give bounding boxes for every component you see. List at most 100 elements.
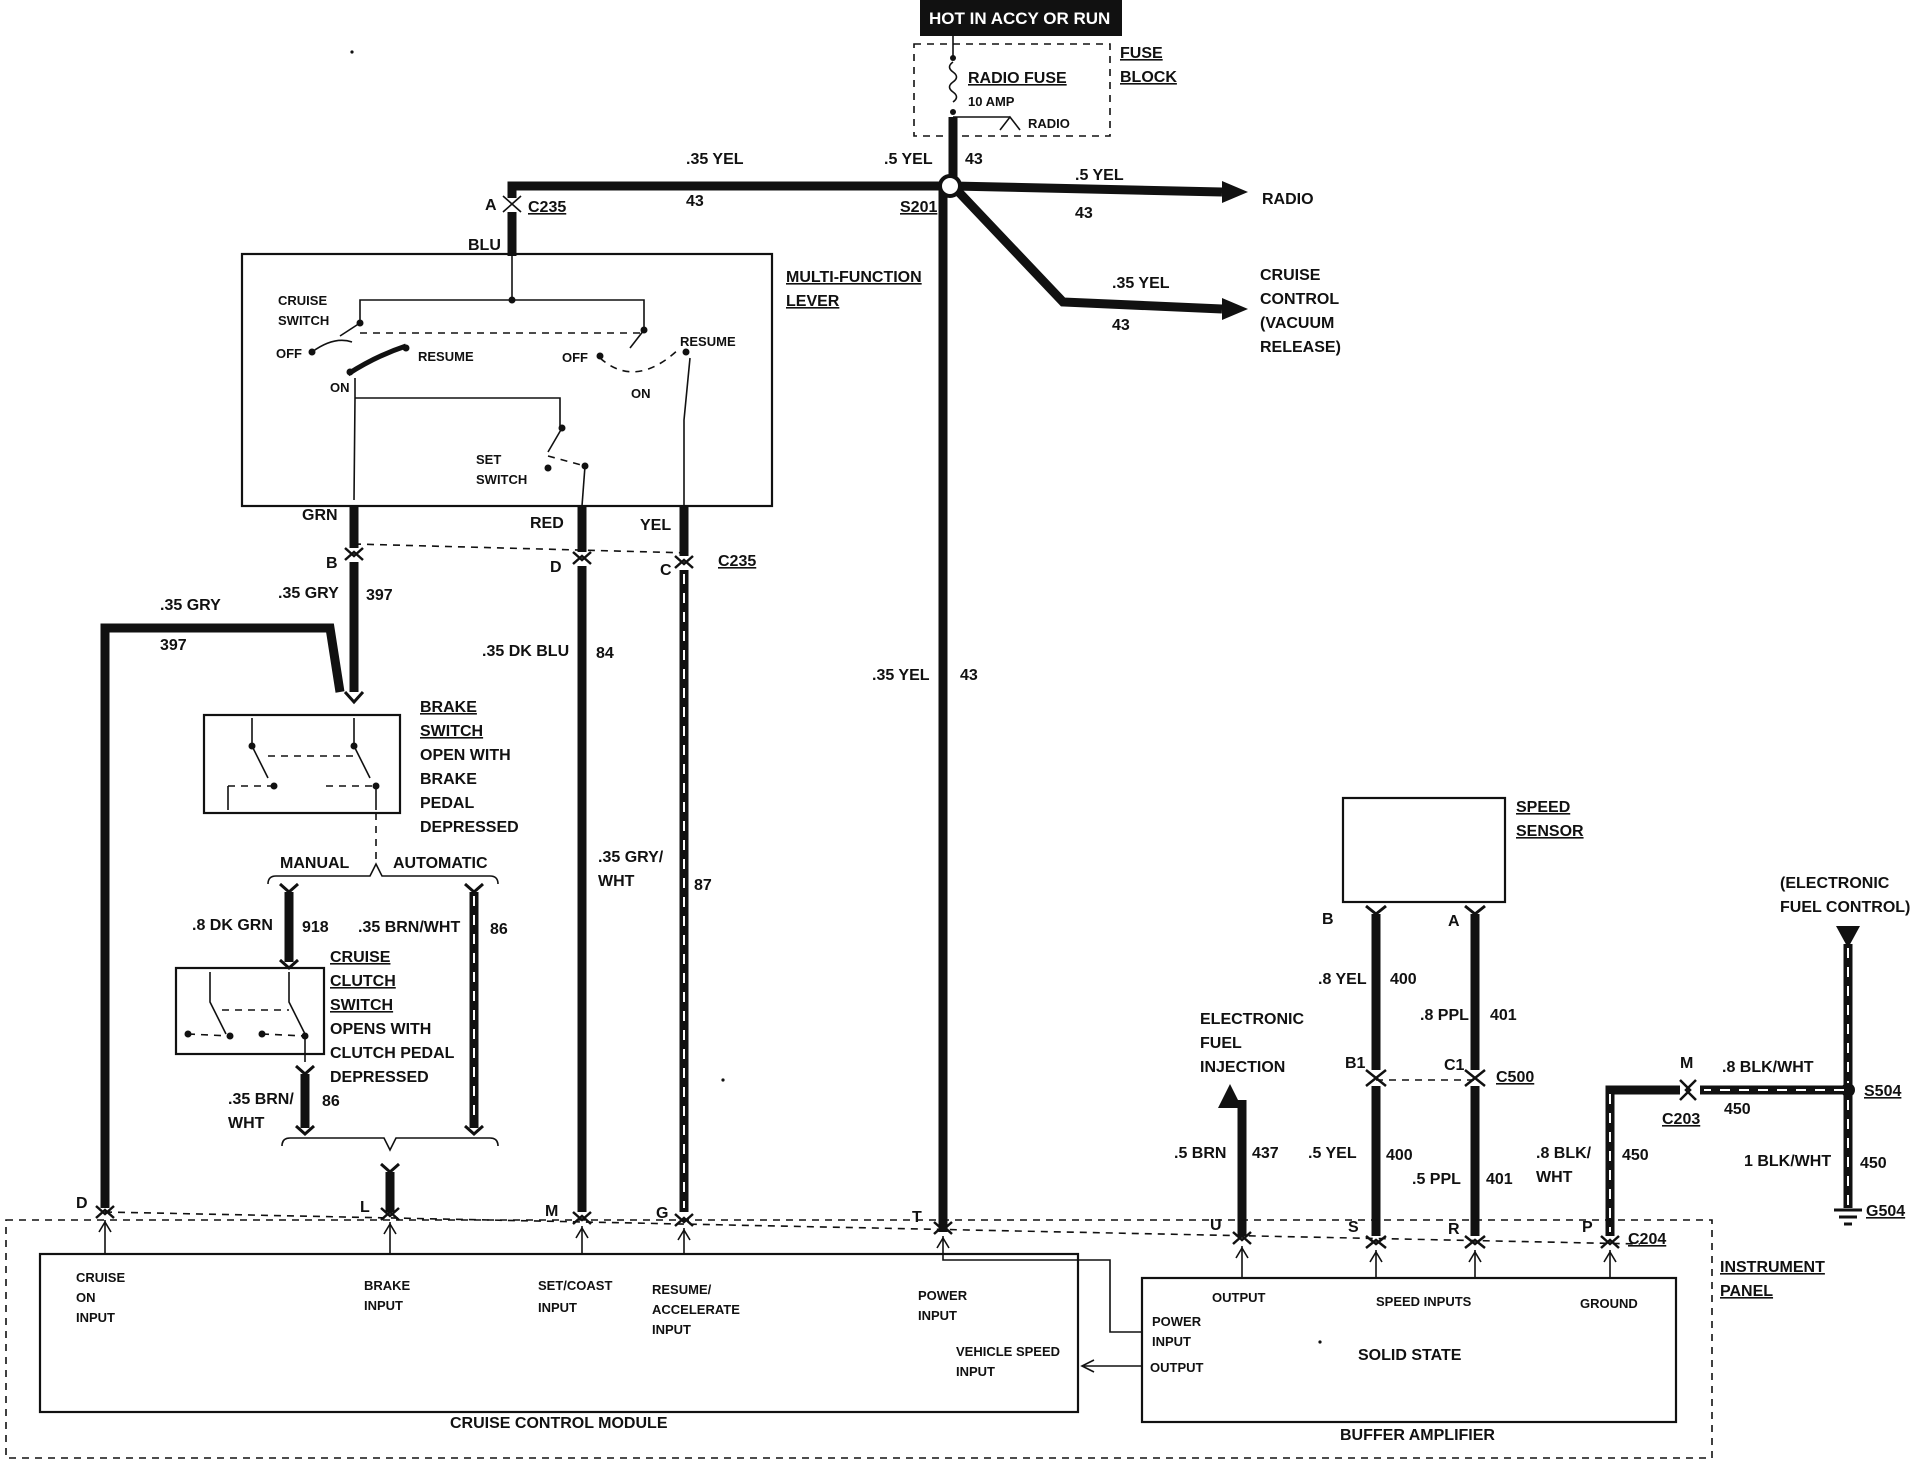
splice-s201: [938, 174, 962, 198]
c235-pin-d: D: [550, 559, 562, 576]
speed-sensor-label-1: SPEED: [1516, 799, 1570, 816]
blkwht-gauge: .8 BLK/WHT: [1722, 1059, 1814, 1076]
clutch-switch-box: [174, 966, 326, 1056]
efi-gauge: .5 BRN: [1174, 1145, 1226, 1162]
s201-cruise-gauge: .35 YEL: [1112, 275, 1170, 292]
power-input-label-1: POWER: [918, 1288, 968, 1303]
brnwht2-gauge-1: .35 BRN/: [228, 1091, 294, 1108]
radio-fuse-icon: [948, 61, 958, 103]
cruise-on-label-3: INPUT: [76, 1310, 115, 1325]
on-right-label: ON: [631, 386, 651, 401]
mfl-set-feed: [355, 397, 561, 428]
cruise-vacuum-arrow-icon: [1222, 298, 1248, 320]
c204-pin-p: P: [1582, 1219, 1593, 1236]
fuse-rating-label: 10 AMP: [968, 94, 1015, 109]
brnwht-86-top-connector-icon: [464, 882, 484, 895]
c235-pin-a: A: [485, 197, 497, 214]
scan-speck: [721, 1078, 725, 1082]
module-input-arrows: [98, 1220, 950, 1254]
brnwht2-top-connector-icon: [295, 1064, 315, 1077]
brake-switch-connector-icon: [343, 690, 365, 705]
clutch-lower-dash-right: [261, 1033, 306, 1037]
c204-pin-u-icon: [1232, 1231, 1252, 1245]
clutch-label-4: OPENS WITH: [330, 1021, 431, 1038]
buffer-speed-inputs-label: SPEED INPUTS: [1376, 1294, 1472, 1309]
set-coast-label-2: INPUT: [538, 1300, 577, 1315]
instrument-panel-label-2: PANEL: [1720, 1283, 1773, 1300]
c500-yel-circuit: 400: [1386, 1147, 1413, 1164]
radio-tap-label: RADIO: [1028, 116, 1070, 131]
c203-pin-m: M: [1680, 1055, 1693, 1072]
fuse-top-node: [950, 55, 956, 61]
c235-c-connector-icon: [674, 555, 694, 569]
c235-top-label: C235: [528, 199, 566, 216]
efc-label-1: (ELECTRONIC: [1780, 875, 1890, 892]
efi-circuit: 437: [1252, 1145, 1279, 1162]
mfl-title-2: LEVER: [786, 293, 840, 310]
c500-c1-connector-icon: [1464, 1069, 1486, 1087]
blkwht2-circuit: 450: [1622, 1147, 1649, 1164]
c204-pin-d: D: [76, 1195, 88, 1212]
gry-top-gauge: .35 GRY: [278, 585, 339, 602]
speed-sensor-label-2: SENSOR: [1516, 823, 1584, 840]
on-left-label: ON: [330, 380, 350, 395]
speed-pin-a: A: [1448, 913, 1460, 930]
brake-label-4: BRAKE: [420, 771, 477, 788]
c500-b1-connector-icon: [1365, 1069, 1387, 1087]
c235-bottom-dash: [353, 543, 691, 554]
brake-contact-1: [248, 742, 256, 750]
efc-label-2: FUEL CONTROL): [1780, 899, 1910, 916]
blkwht3-gauge: 1 BLK/WHT: [1744, 1153, 1831, 1170]
c203-connector-icon: [1679, 1079, 1697, 1101]
dkblu-gauge: .35 DK BLU: [482, 643, 569, 660]
s201-left-circuit: 43: [686, 193, 704, 210]
c204-label: C204: [1628, 1231, 1666, 1248]
ground-icon: [1834, 1208, 1862, 1226]
buffer-power-input-label-2: INPUT: [1152, 1334, 1191, 1349]
cruise-switch-arc-left: [311, 339, 353, 353]
resume-contact-right: [682, 348, 690, 356]
brake-contact-3: [350, 742, 358, 750]
cruise-dest-3: (VACUUM: [1260, 315, 1334, 332]
efi-label-2: FUEL: [1200, 1035, 1242, 1052]
mfl-yel-internal: [683, 357, 691, 506]
hot-label-box: [920, 0, 1122, 36]
set-switch-label-2: SWITCH: [476, 472, 527, 487]
cruise-dest-4: RELEASE): [1260, 339, 1341, 356]
brake-switch-box: [202, 713, 402, 815]
speed-yel-circuit: 400: [1390, 971, 1417, 988]
resume-accel-label-3: INPUT: [652, 1322, 691, 1337]
buffer-power-feed-wire: [942, 1254, 1142, 1333]
c204-pin-g: G: [656, 1205, 668, 1222]
instrument-panel-label-1: INSTRUMENT: [1720, 1259, 1825, 1276]
c500-pin-c1: C1: [1444, 1057, 1465, 1074]
blkwht3-circuit: 450: [1860, 1155, 1887, 1172]
cruise-switch-label-2: SWITCH: [278, 313, 329, 328]
brnwht2-gauge-2: WHT: [228, 1115, 265, 1132]
clutch-label-3: SWITCH: [330, 997, 393, 1014]
set-switch-bottom-contact: [544, 464, 552, 472]
clutch-label-1: CRUISE: [330, 949, 391, 966]
brake-label-1: BRAKE: [420, 699, 477, 716]
clutch-left-contacts: [209, 972, 227, 1035]
wire-s201-to-c235-a: [507, 181, 953, 198]
dkgrn-gauge: .8 DK GRN: [192, 917, 273, 934]
power-down-circuit: 43: [960, 667, 978, 684]
red-label: RED: [530, 515, 564, 532]
s201-radio-gauge: .5 YEL: [1075, 167, 1124, 184]
c204-pin-m-icon: [572, 1211, 592, 1225]
speed-sensor-box: [1341, 796, 1507, 904]
buffer-output-label: OUTPUT: [1212, 1290, 1266, 1305]
brake-label-5: PEDAL: [420, 795, 474, 812]
manual-automatic-bracket: [267, 862, 499, 885]
radio-fuse-label: RADIO FUSE: [968, 70, 1067, 87]
c204-pin-l-icon: [380, 1207, 400, 1221]
c235-bottom-label: C235: [718, 553, 756, 570]
cruise-module-box: [38, 1252, 1080, 1414]
c204-pins: [95, 1205, 1620, 1249]
mfl-bus-wire: [359, 299, 645, 328]
c204-pin-s-icon: [1365, 1235, 1387, 1249]
buffer-amplifier-title: BUFFER AMPLIFIER: [1340, 1427, 1495, 1444]
buffer-amplifier-box: [1140, 1276, 1678, 1424]
wire-s201-to-radio: [952, 181, 1223, 197]
